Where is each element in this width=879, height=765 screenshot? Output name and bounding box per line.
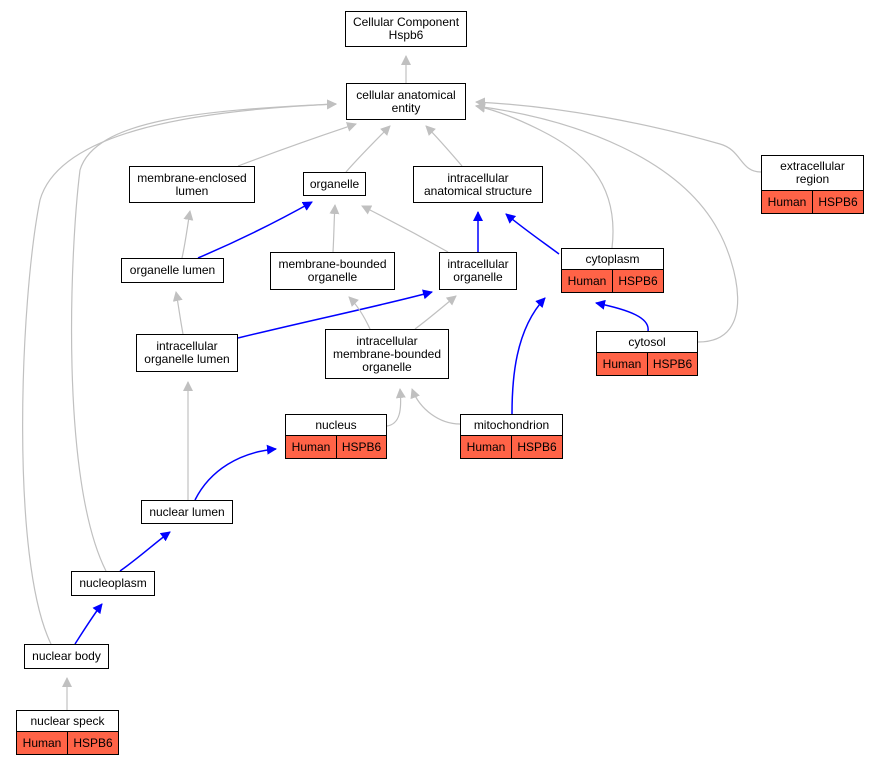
gene-cell: HSPB6 — [618, 273, 658, 288]
node-label: cellular anatomical entity — [356, 87, 456, 115]
edge-is-a-cytosol-to-cae — [475, 102, 739, 343]
gene-cell: HSPB6 — [341, 439, 382, 454]
node-label: nucleoplasm — [79, 576, 147, 590]
node-label: nuclear speck — [30, 713, 105, 728]
edge-is-a-imbo-to-io — [414, 295, 457, 330]
node-label: membrane-bounded organelle — [278, 257, 387, 284]
edge-is-a-ecr-to-cae — [475, 97, 762, 173]
node-label: intracellular organelle — [447, 257, 509, 284]
node-label: intracellular anatomical structure — [423, 170, 533, 198]
node-extracellular-region[interactable]: extracellular region Human HSPB6 — [761, 155, 864, 214]
node-label: nuclear lumen — [149, 504, 225, 519]
annotation-row: Human HSPB6 — [461, 435, 562, 458]
edge-part-of-iol-to-io — [237, 289, 433, 339]
edge-is-a-mel-to-cae — [237, 122, 357, 167]
node-nuclear-speck[interactable]: nuclear speck Human HSPB6 — [16, 710, 119, 755]
node-intracellular-anatomical-structure[interactable]: intracellular anatomical structure — [413, 166, 543, 203]
edge-is-a-ol-to-mel — [181, 210, 194, 259]
edge-is-a-ias-to-cae — [425, 125, 463, 167]
node-cytosol[interactable]: cytosol Human HSPB6 — [596, 331, 698, 376]
node-nuclear-lumen[interactable]: nuclear lumen — [141, 500, 233, 524]
annotation-row: Human HSPB6 — [286, 435, 386, 458]
node-organelle[interactable]: organelle — [303, 172, 366, 196]
node-cytoplasm[interactable]: cytoplasm Human HSPB6 — [561, 248, 664, 293]
edge-part-of-cytoplasm-to-ias — [505, 213, 560, 255]
species-cell: Human — [17, 732, 68, 754]
node-label: cytoplasm — [585, 251, 640, 266]
node-label: organelle lumen — [129, 263, 216, 277]
edge-is-a-np-to-cae — [70, 99, 337, 572]
edge-is-a-mito-to-imbo — [410, 388, 461, 425]
species-cell: Human — [461, 436, 512, 458]
node-membrane-enclosed-lumen[interactable]: membrane-enclosed lumen — [129, 166, 255, 203]
edge-is-a-iol-to-ol — [172, 291, 184, 335]
gene-cell: HSPB6 — [73, 735, 113, 750]
node-intracellular-membrane-bounded-organelle[interactable]: intracellular membrane-bounded organelle — [325, 329, 449, 379]
species-cell: Human — [762, 191, 813, 213]
node-cellular-anatomical-entity[interactable]: cellular anatomical entity — [346, 83, 466, 120]
edge-part-of-np-to-nl — [119, 531, 171, 572]
node-membrane-bounded-organelle[interactable]: membrane-bounded organelle — [270, 252, 395, 290]
annotation-row: Human HSPB6 — [597, 352, 697, 375]
node-label: intracellular membrane-bounded organelle — [332, 333, 442, 374]
edge-is-a-nb-to-cae — [22, 99, 337, 645]
species-cell: Human — [286, 436, 337, 458]
species-cell: Human — [562, 270, 613, 292]
node-label: mitochondrion — [473, 417, 550, 432]
edge-is-a-cytoplasm-to-cae — [475, 102, 614, 249]
node-label: intracellular organelle lumen — [144, 339, 230, 366]
node-label: extracellular region — [780, 159, 845, 186]
node-label: Cellular Component Hspb6 — [352, 15, 460, 42]
edge-part-of-nb-to-np — [74, 603, 103, 645]
edge-is-a-io-to-organelle — [361, 205, 449, 253]
edge-is-a-mbo-to-organelle — [329, 204, 340, 253]
annotation-row: Human HSPB6 — [562, 269, 663, 292]
node-intracellular-organelle-lumen[interactable]: intracellular organelle lumen — [136, 334, 238, 372]
node-label: membrane-enclosed lumen — [137, 170, 247, 198]
node-organelle-lumen[interactable]: organelle lumen — [121, 258, 224, 283]
gene-cell: HSPB6 — [517, 439, 557, 454]
edge-is-a-nucleus-to-imbo — [386, 388, 406, 427]
node-label: nuclear body — [32, 649, 101, 663]
node-mitochondrion[interactable]: mitochondrion Human HSPB6 — [460, 414, 563, 459]
species-cell: Human — [597, 353, 648, 375]
node-label: organelle — [309, 176, 360, 191]
gene-cell: HSPB6 — [818, 194, 858, 209]
node-nucleoplasm[interactable]: nucleoplasm — [71, 571, 155, 596]
edge-part-of-nl-to-nucleus — [194, 444, 277, 501]
node-nucleus[interactable]: nucleus Human HSPB6 — [285, 414, 387, 459]
edge-part-of-cytosol-to-cytoplasm — [595, 299, 649, 332]
annotation-row: Human HSPB6 — [762, 190, 863, 213]
node-nuclear-body[interactable]: nuclear body — [24, 644, 109, 669]
node-cellular-component[interactable]: Cellular Component Hspb6 — [345, 11, 467, 47]
edge-is-a-organelle-to-cae — [345, 125, 391, 173]
edge-part-of-mito-to-cytoplasm — [511, 297, 546, 415]
gene-cell: HSPB6 — [652, 356, 693, 371]
node-label: nucleus — [315, 417, 357, 432]
node-label: cytosol — [628, 334, 666, 349]
edge-part-of-ol-to-organelle — [197, 201, 313, 259]
annotation-row: Human HSPB6 — [17, 731, 118, 754]
node-intracellular-organelle[interactable]: intracellular organelle — [439, 252, 517, 290]
edge-is-a-imbo-to-mbo — [348, 296, 371, 330]
